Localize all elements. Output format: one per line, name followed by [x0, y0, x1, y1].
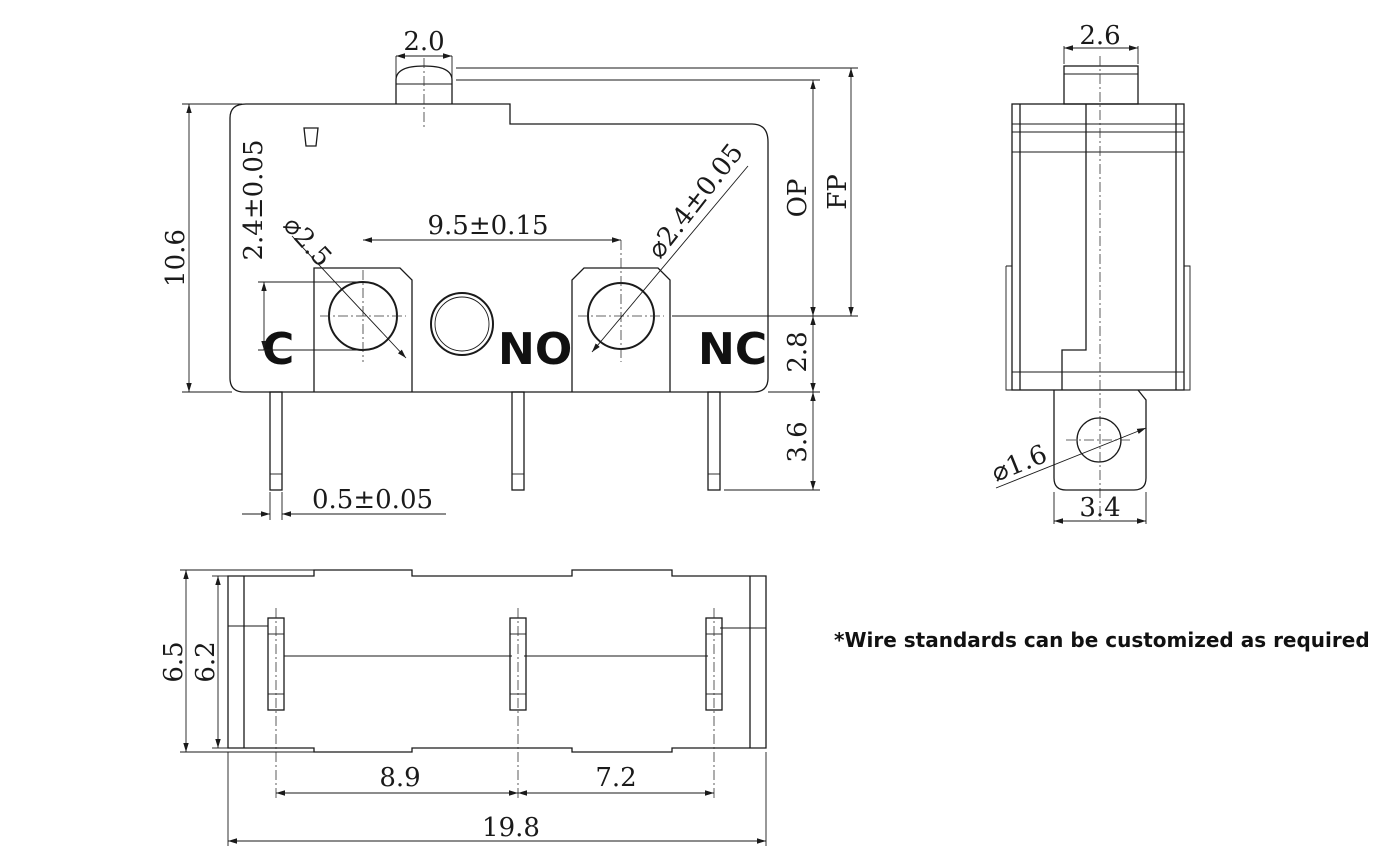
dim-op: OP: [783, 179, 813, 218]
dim-large-hole-dia: ⌀2.4±0.05: [642, 138, 750, 264]
front-view: C NO NC 2.0 10.6 2.4±0.05 ⌀2.5 9.5±0.15 …: [161, 27, 858, 520]
dim-hole-spacing: 9.5±0.15: [427, 211, 548, 241]
dim-pin-pitch-2: 7.2: [595, 763, 636, 793]
dim-tab-width: 3.4: [1079, 493, 1120, 523]
top-body-outline: [227, 569, 767, 753]
pin-label-no: NO: [498, 324, 572, 375]
dim-pin-width: 0.5±0.05: [312, 485, 433, 515]
dim-fp: FP: [823, 174, 853, 210]
dim-tab-hole-dia: ⌀1.6: [987, 439, 1051, 488]
dim-actuator-width: 2.0: [403, 27, 444, 57]
dim-small-hole-dia: ⌀2.5: [277, 211, 337, 273]
pin-label-nc: NC: [698, 324, 767, 375]
dim-mount-hole-offset: 2.4±0.05: [239, 139, 269, 260]
dim-side-top-width: 2.6: [1079, 21, 1120, 51]
dim-depth-outer: 6.5: [159, 641, 189, 682]
side-view: 2.6 ⌀1.6 3.4: [987, 21, 1191, 524]
side-body: [1011, 103, 1185, 391]
dim-pin-length: 3.6: [783, 421, 813, 462]
dim-pin-offset: 2.8: [783, 331, 813, 372]
terminal-block-c: [313, 267, 413, 392]
side-tab: [1053, 389, 1147, 491]
dim-body-height: 10.6: [161, 229, 191, 287]
dim-total-length: 19.8: [482, 813, 540, 843]
front-body-outline: [229, 103, 769, 393]
top-view: 6.5 6.2 8.9 7.2 19.8: [159, 569, 767, 846]
pin-c: [269, 391, 283, 491]
pin-no: [511, 391, 525, 491]
dim-depth-inner: 6.2: [191, 641, 221, 682]
dim-pin-pitch-1: 8.9: [379, 763, 420, 793]
wire-standards-note: *Wire standards can be customized as req…: [834, 628, 1370, 652]
pin-nc: [707, 391, 721, 491]
hole-no: [430, 292, 494, 356]
side-actuator: [1063, 65, 1139, 105]
pin-label-c: C: [262, 324, 294, 375]
